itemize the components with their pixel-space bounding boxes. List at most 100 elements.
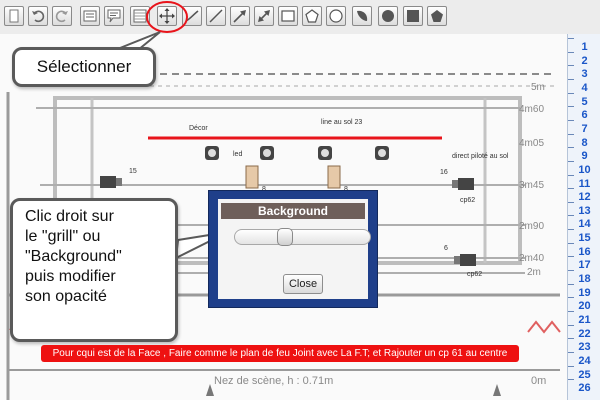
close-button[interactable]: Close: [283, 274, 323, 294]
ruler-number: 10: [578, 163, 591, 176]
ruler-tick: [568, 242, 574, 244]
ruler-number: 12: [578, 191, 591, 204]
cylinder-left[interactable]: [245, 165, 259, 189]
ruler-number: 17: [578, 259, 591, 272]
projector-bottom[interactable]: [454, 254, 476, 266]
ruler-tick: [568, 174, 574, 176]
arrow-icon[interactable]: [230, 6, 250, 26]
ruler-number: 3: [581, 68, 588, 81]
filled-shape-icon[interactable]: [352, 6, 372, 26]
ruler-tick: [568, 106, 574, 108]
ruler-number: 8: [581, 136, 588, 149]
height-label: 5m: [531, 82, 545, 93]
ruler-number: 21: [578, 314, 591, 326]
select-move-icon[interactable]: [157, 6, 177, 26]
grid-icon[interactable]: [130, 6, 150, 26]
ruler-tick: [568, 297, 574, 299]
ruler-number: 6: [581, 109, 588, 122]
cylinder-right[interactable]: [327, 165, 341, 189]
note-banner: Pour cqui est de la Face , Faire comme l…: [41, 345, 519, 362]
filled-pentagon-icon[interactable]: [427, 6, 447, 26]
text-icon[interactable]: [80, 6, 100, 26]
callout-line: le "grill" ou: [25, 228, 101, 245]
number-label: 8: [344, 186, 348, 193]
led-spot[interactable]: [318, 146, 332, 160]
height-label: 4m60: [519, 104, 544, 115]
triangle-marker-right: [493, 384, 501, 396]
circle-icon[interactable]: [326, 6, 346, 26]
ruler-number: 13: [578, 204, 591, 217]
triangle-marker-left: [206, 384, 214, 396]
callout-line: puis modifier: [25, 268, 116, 285]
projector-right[interactable]: [452, 178, 474, 190]
ruler-number: 1: [581, 41, 588, 53]
nez-de-scene-label: Nez de scène, h : 0.71m: [214, 375, 333, 387]
ruler-tick: [568, 188, 574, 190]
callout-selectionner: Sélectionner: [12, 47, 156, 87]
ruler-tick: [568, 365, 574, 367]
cp62-label: cp62: [460, 197, 475, 204]
ruler-number: 11: [578, 177, 591, 190]
line-icon[interactable]: [206, 6, 226, 26]
ruler-number: 5: [581, 95, 588, 108]
ruler-tick: [568, 379, 574, 381]
ruler-tick: [568, 51, 574, 53]
dialog-title: Background: [221, 203, 365, 219]
callout-line: "Background": [25, 248, 122, 265]
pentagon-icon[interactable]: [302, 6, 322, 26]
ruler-tick: [568, 311, 574, 312]
ruler-tick: [568, 215, 574, 217]
ruler-tick: [568, 160, 574, 162]
height-label: 4m05: [519, 138, 544, 149]
ruler-number: 14: [578, 218, 591, 231]
height-label: 2m: [527, 267, 541, 278]
ruler-tick: [568, 65, 574, 67]
ruler-number: 20: [578, 300, 591, 313]
ruler-number: 26: [578, 382, 591, 395]
ruler-number: 18: [578, 273, 591, 286]
projector-left[interactable]: [100, 176, 122, 188]
undo-icon[interactable]: [28, 6, 48, 26]
ruler-tick: [568, 92, 574, 94]
ruler-tick: [568, 201, 574, 203]
callout-line: son opacité: [25, 288, 107, 305]
curve-icon[interactable]: [182, 6, 202, 26]
spot-15-label: 15: [129, 168, 137, 175]
height-label: 3m45: [519, 180, 544, 191]
filled-circle-icon[interactable]: [378, 6, 398, 26]
opacity-slider-handle[interactable]: [277, 228, 293, 246]
height-label: 2m40: [519, 253, 544, 264]
background-dialog: Background Close: [208, 190, 378, 308]
direct-pilote-label: direct piloté au sol: [452, 153, 509, 160]
ruler-number: 2: [581, 54, 588, 67]
rectangle-icon[interactable]: [278, 6, 298, 26]
ruler-tick: [568, 229, 574, 231]
led-label: led: [233, 151, 242, 158]
background-dialog-body: Background Close: [218, 199, 371, 299]
comment-icon[interactable]: [104, 6, 124, 26]
redo-icon[interactable]: [52, 6, 72, 26]
ruler-tick: [568, 283, 574, 285]
ruler-number: 7: [581, 122, 588, 135]
cp62-label: cp62: [467, 271, 482, 278]
right-zigzag: [527, 320, 561, 334]
filled-square-icon[interactable]: [403, 6, 423, 26]
spot-6-label: 6: [444, 245, 448, 252]
new-page-icon[interactable]: [4, 6, 24, 26]
number-label: 8: [262, 186, 266, 193]
led-spot[interactable]: [205, 146, 219, 160]
led-spot[interactable]: [260, 146, 274, 160]
ruler-number: 4: [581, 81, 588, 94]
ruler-number: 9: [581, 150, 588, 163]
ruler-tick: [568, 324, 574, 326]
ruler-number: 25: [578, 368, 591, 381]
ruler-number: 23: [578, 341, 591, 354]
ruler-tick: [568, 147, 574, 149]
led-spot[interactable]: [375, 146, 389, 160]
ruler-tick: [568, 133, 574, 135]
opacity-slider[interactable]: [234, 228, 371, 246]
double-arrow-icon[interactable]: [254, 6, 274, 26]
ruler-tick: [568, 256, 574, 258]
ruler-number: 19: [578, 286, 591, 299]
